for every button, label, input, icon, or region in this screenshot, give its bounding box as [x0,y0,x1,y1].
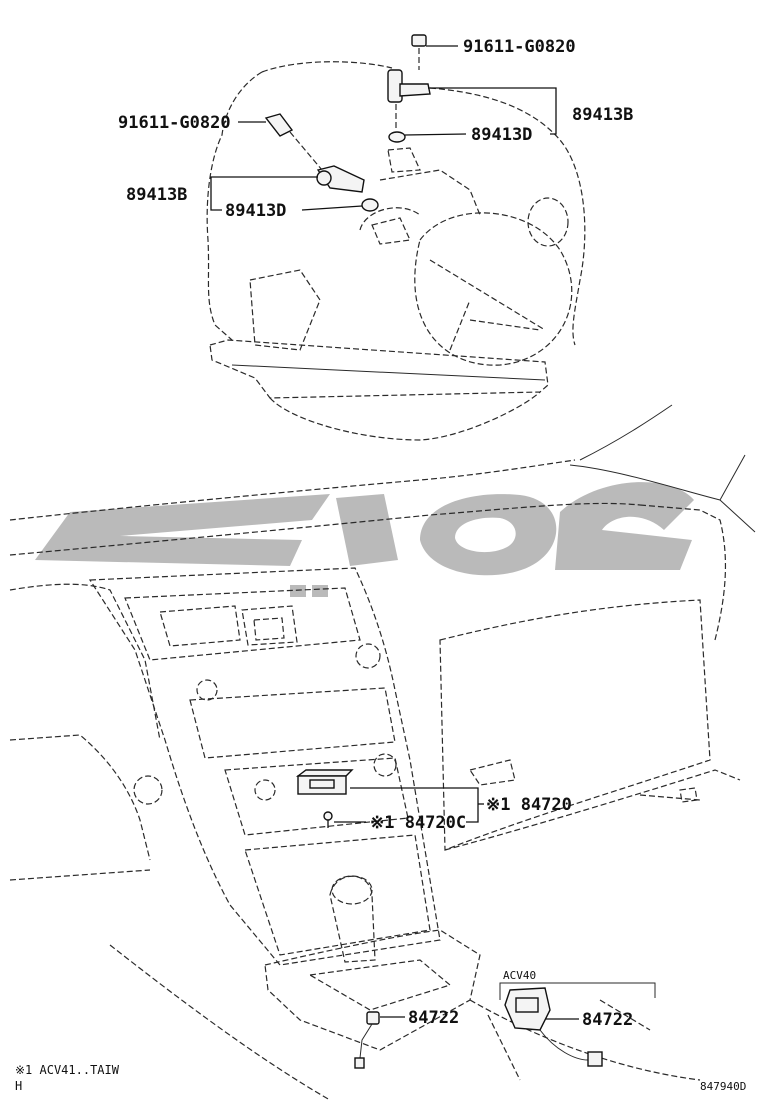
console-tray [308,959,452,1011]
output-shaft-outline [527,197,569,247]
footnote-code: H [15,1079,22,1093]
shift-assembly-wire [539,1029,589,1061]
watermark-dot-2 [312,585,328,597]
audio-panel [189,687,396,759]
a-pillar [569,454,756,533]
transmission-housing [206,61,586,441]
shift-sensor-left-connector [354,1057,365,1069]
knob-upper-right [355,643,381,669]
transmission-leaders [210,45,557,211]
bolt-left [264,113,323,171]
inset-frame [499,982,656,1000]
watermark-stroke-4 [555,482,694,570]
bell-housing-outline [414,212,573,366]
leader-washer-right [404,133,467,136]
shift-boot [329,875,376,963]
bolt-left-axis [289,131,323,171]
watermark-logo [35,482,694,597]
windshield-edge [579,404,673,461]
display-screen [159,605,241,647]
knob-lower-left [254,779,276,801]
o-ring-top [388,131,406,143]
watermark-stroke-2 [336,494,398,566]
housing-sensor-boss [371,147,421,245]
switch-button [309,779,335,789]
housing-rib [429,259,546,351]
shift-knob [331,875,373,905]
dash-upper-line [9,502,641,556]
lower-stack [244,834,431,956]
dashboard [9,404,756,1101]
housing-top-edge [261,61,393,73]
watermark-stroke-1 [35,494,330,566]
label-shift-sensor-right: 84722 [582,1010,633,1030]
housing-right-edge [429,87,586,346]
right-dash-knob [679,787,698,803]
speed-sensor-top [387,69,431,130]
label-switch: ※1 84720 [486,795,572,815]
bolt-top [411,34,427,70]
right-vent [469,759,516,786]
knob-upper-left [196,679,218,701]
leader-washer-left [301,205,363,211]
label-bolt-left: 91611-G0820 [118,113,231,133]
floor-right [469,999,701,1081]
display-bezel [124,587,361,661]
speed-sensor-left [316,165,365,193]
dash-right-end [639,504,727,641]
housing-base-line [231,364,546,381]
speed-sensor-left-body [316,165,365,193]
knob-lower-right [373,753,397,777]
bolt-left-head [264,113,294,137]
shift-sensor-left-wire [359,1023,373,1059]
dash-left-lower [9,734,151,881]
center-vent [241,605,298,646]
bracket-sensor-left [210,176,318,211]
watermark-dot-1 [290,585,306,597]
inset-acv40 [487,982,656,1081]
switch-top-face [295,769,354,777]
instrument-hood [9,583,161,741]
floor-left [109,944,331,1101]
label-sensor-right: 89413B [572,105,633,125]
label-washer-right: 89413D [471,125,532,145]
watermark-stroke-3 [420,494,557,576]
footnote: ※1 ACV41..TAIW [15,1063,120,1077]
valve-body-outline [249,269,321,351]
oil-pan-outline [209,339,549,399]
inset-console-line [487,999,651,1081]
speed-sensor-top-flange [399,83,431,97]
label-shift-sensor-left: 84722 [408,1008,459,1028]
o-ring-left [361,198,379,212]
climate-panel [224,757,409,836]
shift-assembly-connector [587,1051,603,1067]
bolt-top-head [411,34,427,47]
dashboard-leaders [334,787,579,1020]
center-stack [88,567,441,966]
label-inset: ACV40 [503,969,536,982]
speed-sensor-left-connector [316,170,332,186]
dash-right-lower [444,769,741,851]
glove-box [439,599,711,851]
bracket-switch [350,787,479,823]
dash-top-edge [9,459,576,521]
center-console [264,929,481,1051]
label-screw: ※1 84720C [370,813,466,833]
shift-sensor-left [354,1011,380,1069]
housing-left-edge [206,71,263,341]
housing-detail [359,169,481,231]
screw-head [323,811,333,821]
label-washer-left: 89413D [225,201,286,221]
bracket-sensor-right [428,87,557,135]
illustration-id: 847940D [700,1080,746,1093]
left-vent [133,775,163,805]
screw [323,811,333,828]
label-bolt-top: 91611-G0820 [463,37,576,57]
switch-assembly [295,769,354,795]
label-sensor-left: 89413B [126,185,187,205]
shift-assembly-block [515,997,539,1013]
shift-sensor-left-body [366,1011,380,1025]
housing-bottom-fillet [269,391,541,441]
